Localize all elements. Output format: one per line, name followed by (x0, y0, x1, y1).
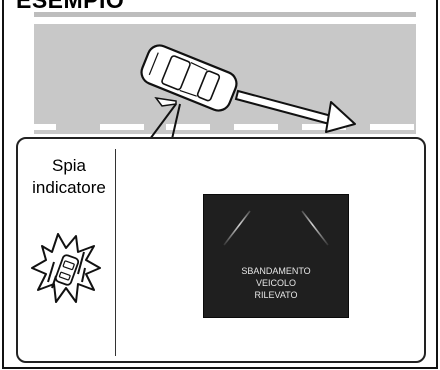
road-edge-line (34, 12, 416, 17)
indicator-label-line1: Spia (26, 155, 112, 177)
callout-panel: Spia indicatore (16, 137, 426, 363)
display-line3: RILEVATO (204, 289, 348, 301)
display-message: SBANDAMENTO VEICOLO RILEVATO (204, 265, 348, 301)
road-scene (0, 0, 440, 140)
lane-dash (234, 124, 278, 130)
display-line2: VEICOLO (204, 277, 348, 289)
panel-divider (115, 149, 116, 356)
indicator-label-line2: indicatore (26, 177, 112, 199)
lane-dash (34, 124, 56, 130)
lane-dash (100, 124, 144, 130)
lane-dash (370, 124, 414, 130)
indicator-label: Spia indicatore (26, 155, 112, 199)
lane-departure-warning-icon (30, 228, 104, 313)
lane-dash (166, 124, 210, 130)
instrument-display: SBANDAMENTO VEICOLO RILEVATO (203, 194, 349, 318)
display-line1: SBANDAMENTO (204, 265, 348, 277)
